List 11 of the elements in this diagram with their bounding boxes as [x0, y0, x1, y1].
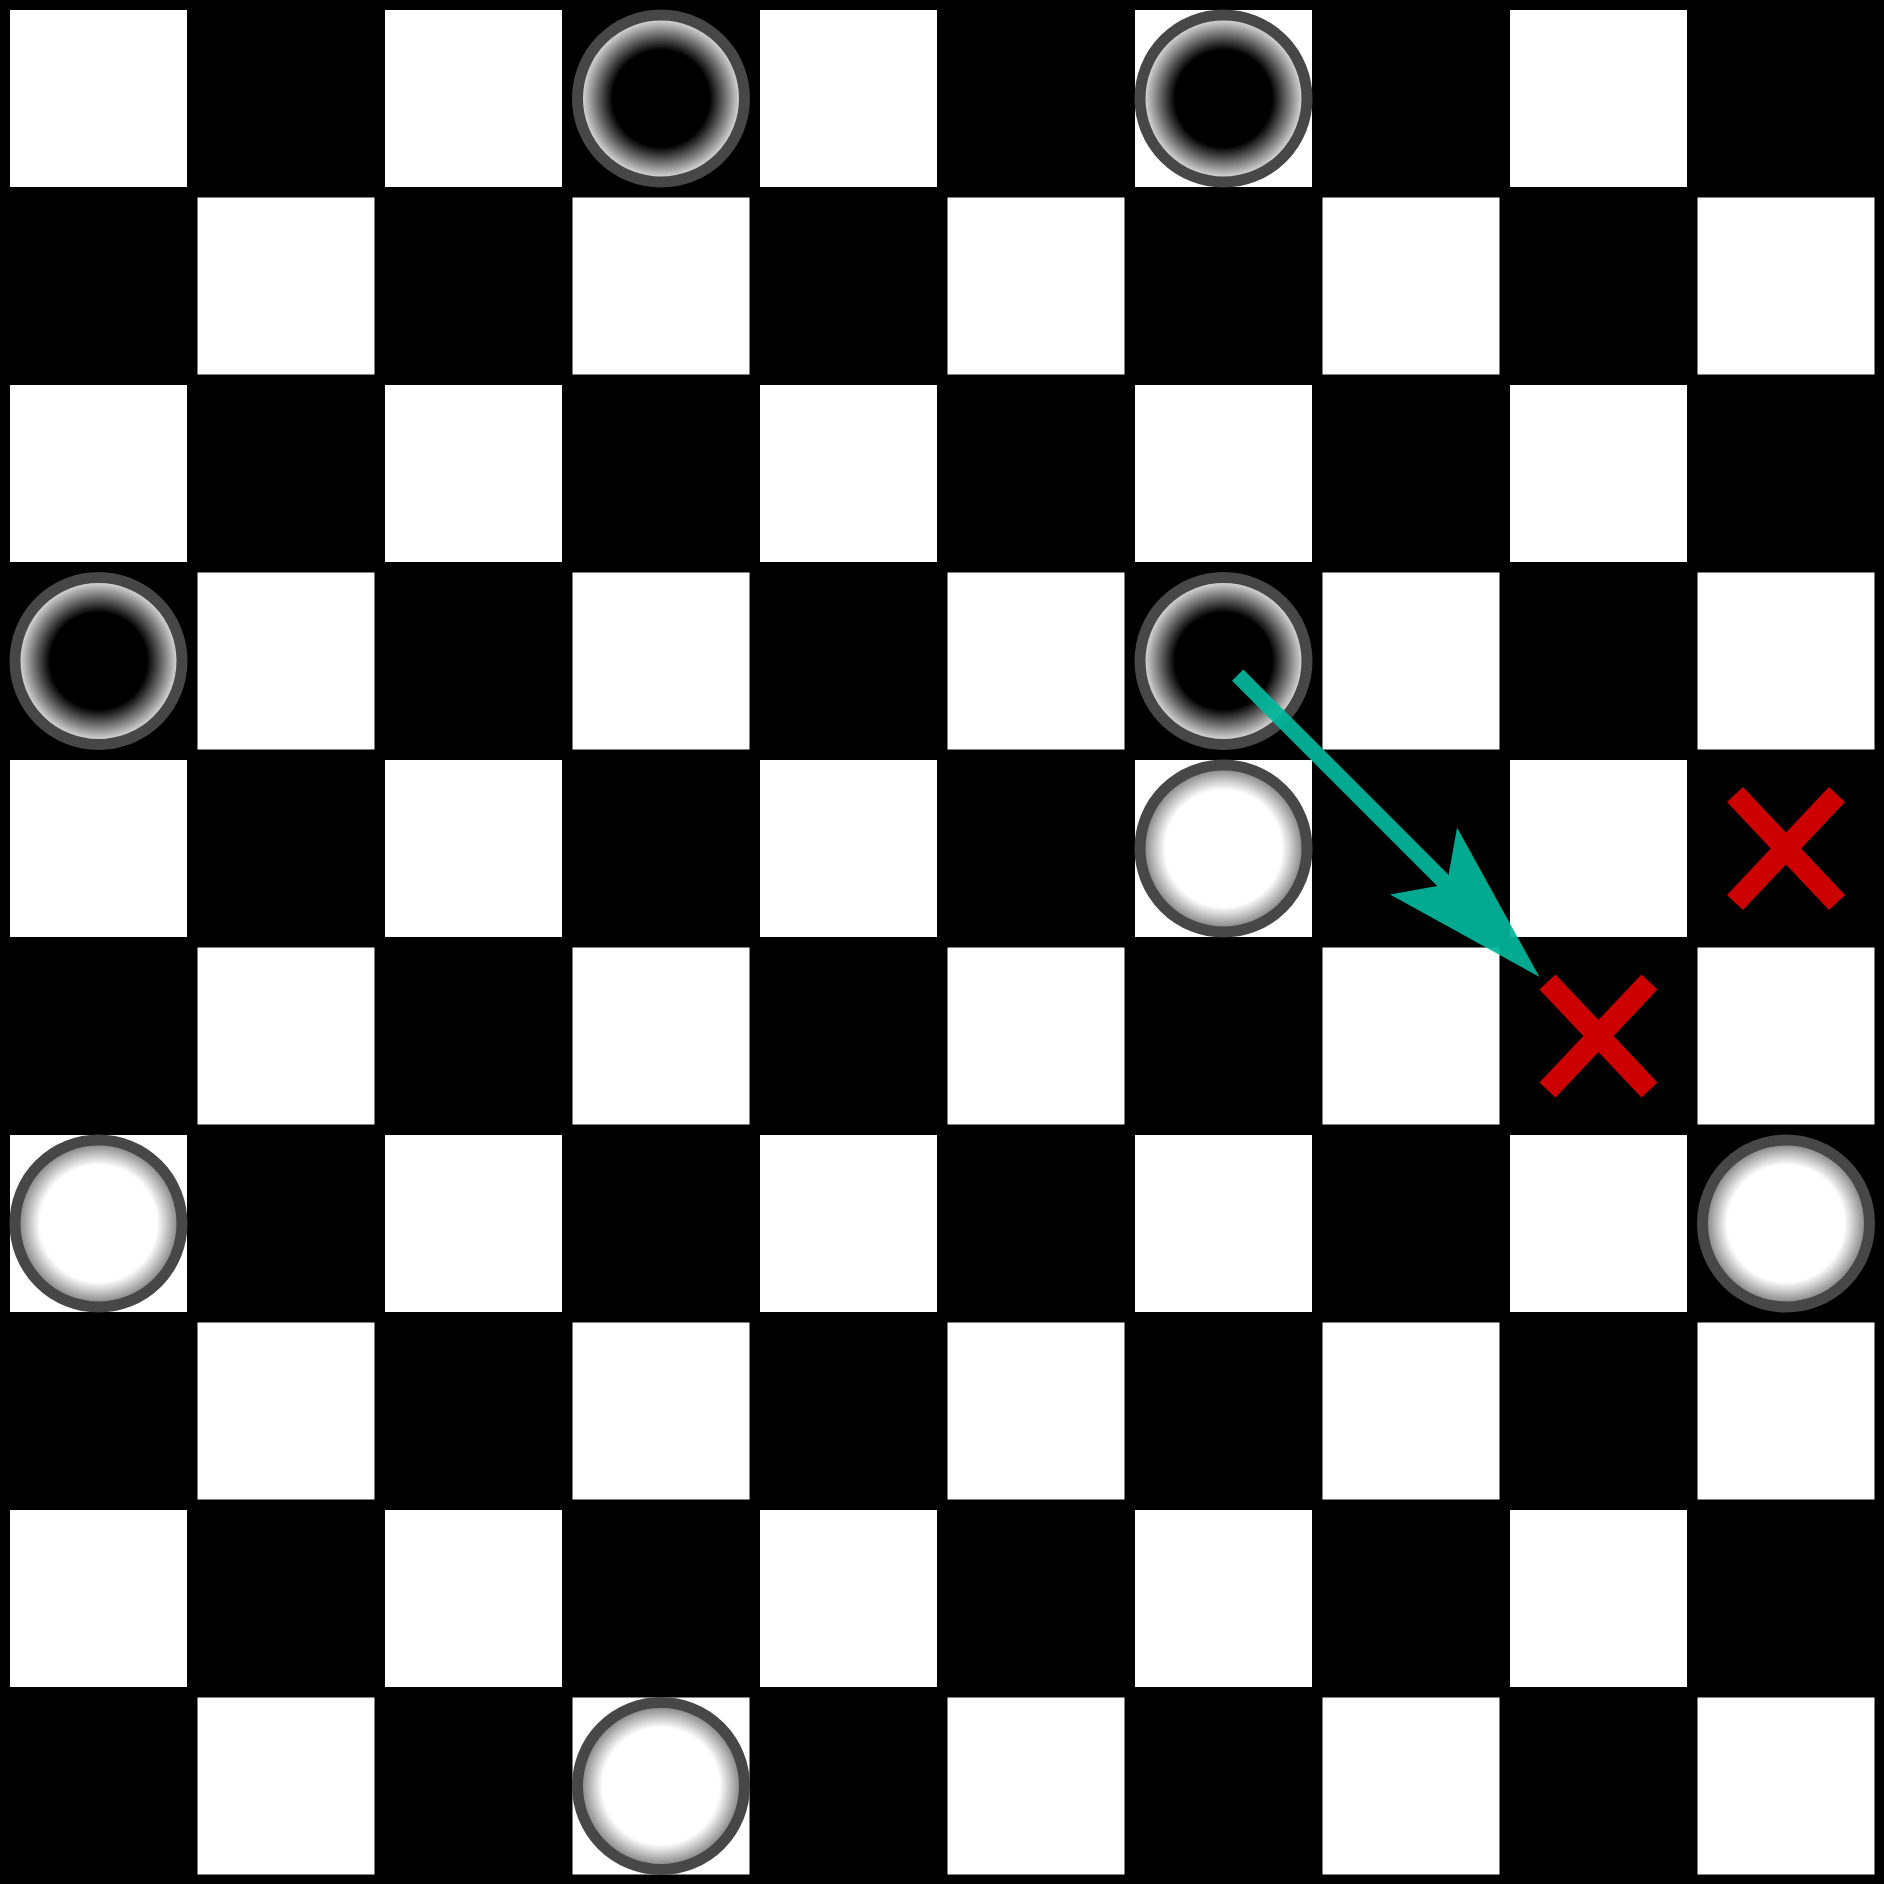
checker-piece	[572, 9, 750, 188]
checker-piece	[1697, 1134, 1875, 1313]
arrow	[1232, 669, 1540, 977]
cross-mark	[1539, 974, 1658, 1098]
checker-piece	[1134, 572, 1313, 750]
checker-piece	[9, 572, 188, 750]
cross-mark	[1727, 786, 1845, 911]
checker-piece	[1134, 759, 1313, 938]
checker-piece	[1134, 9, 1313, 188]
checker-piece	[9, 1134, 188, 1313]
checker-piece	[572, 1697, 750, 1875]
